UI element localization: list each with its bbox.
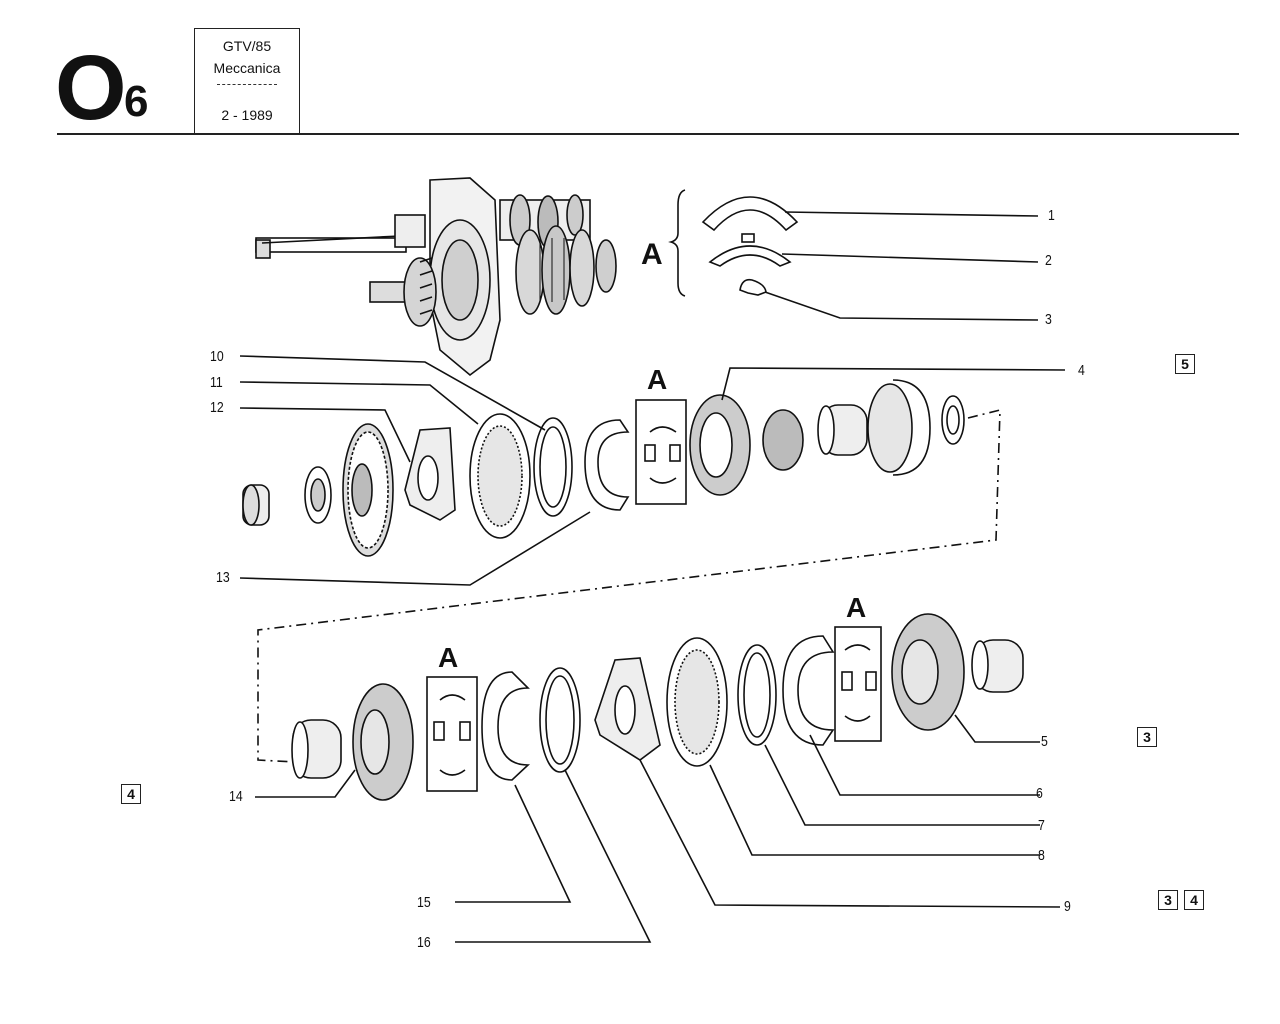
callout-8: 8: [1038, 847, 1045, 864]
callout-2: 2: [1045, 252, 1052, 269]
page-ref-3: 3: [1137, 727, 1157, 747]
callout-6: 6: [1036, 785, 1043, 802]
page-ref-4-pair: 4: [1184, 890, 1204, 910]
detail-a-label-bottom-left: A: [438, 642, 459, 673]
callout-7: 7: [1038, 817, 1045, 834]
callout-4: 4: [1078, 362, 1085, 379]
detail-a-label-bottom-right: A: [846, 592, 867, 623]
page-ref-4: 4: [121, 784, 141, 804]
part-1-half-ring: [701, 196, 799, 232]
callout-11: 11: [210, 374, 223, 391]
callout-1: 1: [1048, 207, 1055, 224]
callout-14: 14: [229, 788, 243, 805]
callout-13: 13: [216, 569, 230, 586]
info-divider: [217, 84, 277, 85]
page-ref-5: 5: [1175, 354, 1195, 374]
info-box: GTV/85 Meccanica 2 - 1989: [194, 28, 300, 134]
page-ref-3-pair: 3: [1158, 890, 1178, 910]
bottom-row-parts: [291, 613, 1024, 801]
part-2-half-ring: [708, 245, 792, 267]
callout-9: 9: [1064, 898, 1071, 915]
part-3-clip: [739, 278, 767, 296]
callout-15: 15: [417, 894, 431, 911]
section-letter: O: [55, 37, 127, 139]
gearbox-assembly-illustration: [255, 177, 617, 377]
callout-5: 5: [1041, 733, 1048, 750]
callout-12: 12: [210, 399, 224, 416]
detail-a-label-middle: A: [647, 364, 668, 395]
callout-10: 10: [210, 348, 224, 365]
category-label: Meccanica: [213, 60, 281, 76]
detail-a-brace: [668, 189, 686, 297]
callout-16: 16: [417, 934, 431, 951]
assembly-flow-line-1: [257, 408, 1001, 763]
model-label: GTV/85: [222, 38, 272, 54]
detail-a-label-top: A: [641, 238, 663, 271]
section-number: 6: [124, 77, 149, 126]
date-label: 2 - 1989: [221, 107, 273, 123]
middle-row-parts: [242, 379, 965, 557]
callout-3: 3: [1045, 311, 1052, 328]
header-rule: [57, 133, 1239, 135]
